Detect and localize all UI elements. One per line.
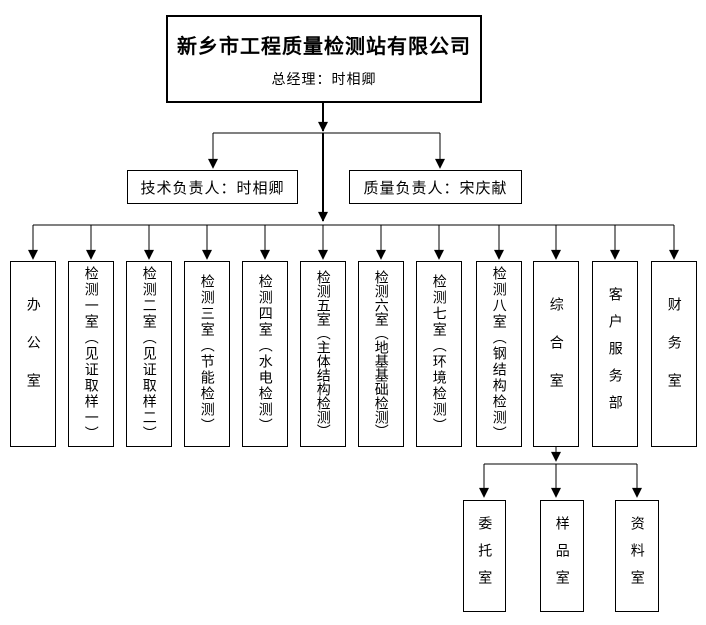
dept-box-testing-8: 检测八室（钢结构检测）	[476, 261, 522, 447]
dept-box-testing-1: 检测一室（见证取样一）	[68, 261, 114, 447]
dept-label-testing-8: 检测八室（钢结构检测）	[491, 266, 508, 442]
dept-box-testing-6: 检测六室（地基基础检测）	[358, 261, 404, 447]
technical-manager-label: 技术负责人：时相卿	[140, 179, 285, 197]
dept-label-office: 办公室	[25, 297, 42, 411]
dept-box-general-affairs: 综合室	[533, 261, 579, 447]
sub-box-archives-room: 资料室	[615, 500, 659, 612]
company-title: 新乡市工程质量检测站有限公司	[177, 35, 471, 58]
dept-box-office: 办公室	[10, 261, 56, 447]
dept-box-testing-4: 检测四室（水电检测）	[242, 261, 288, 447]
sub-label-entrustment-room: 委托室	[477, 515, 494, 597]
dept-label-testing-4: 检测四室（水电检测）	[257, 274, 274, 434]
dept-label-testing-7: 检测七室（环境检测）	[431, 274, 448, 434]
dept-label-customer-service: 客户服务部	[607, 286, 624, 422]
dept-box-testing-7: 检测七室（环境检测）	[416, 261, 462, 447]
sub-label-sample-room: 样品室	[554, 515, 571, 597]
dept-box-testing-5: 检测五室（主体结构检测）	[300, 261, 346, 447]
sub-box-entrustment-room: 委托室	[463, 500, 506, 612]
quality-manager-box: 质量负责人：宋庆献	[349, 170, 522, 204]
sub-label-archives-room: 资料室	[629, 515, 646, 597]
dept-label-general-affairs: 综合室	[548, 297, 565, 411]
general-manager-label: 总经理：时相卿	[271, 70, 377, 87]
dept-label-testing-3: 检测三室（节能检测）	[199, 274, 216, 434]
dept-box-testing-3: 检测三室（节能检测）	[184, 261, 230, 447]
dept-label-testing-2: 检测二室（见证取样二）	[141, 266, 158, 442]
sub-box-sample-room: 样品室	[540, 500, 584, 612]
dept-label-finance: 财务室	[666, 297, 683, 411]
dept-box-testing-2: 检测二室（见证取样二）	[126, 261, 172, 447]
company-root-box: 新乡市工程质量检测站有限公司 总经理：时相卿	[166, 15, 482, 103]
dept-box-customer-service: 客户服务部	[592, 261, 638, 447]
technical-manager-box: 技术负责人：时相卿	[127, 170, 298, 204]
quality-manager-label: 质量负责人：宋庆献	[363, 179, 508, 197]
dept-label-testing-6: 检测六室（地基基础检测）	[373, 270, 390, 438]
dept-label-testing-5: 检测五室（主体结构检测）	[315, 270, 332, 438]
dept-box-finance: 财务室	[651, 261, 697, 447]
dept-label-testing-1: 检测一室（见证取样一）	[83, 266, 100, 442]
